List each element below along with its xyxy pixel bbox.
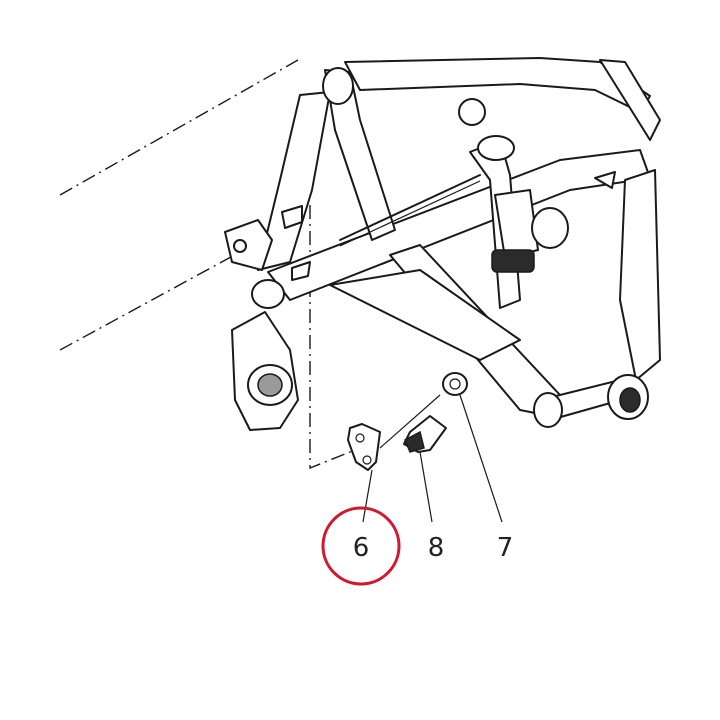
left-tube-opening	[251, 279, 285, 309]
hanger-bracket-bore	[257, 373, 283, 397]
centerline-upper	[59, 59, 299, 196]
frame-left-bracket-hole	[233, 239, 247, 253]
bracket-plate-part-6	[347, 423, 381, 471]
sensor-connector	[404, 430, 425, 453]
frame-right-upright	[599, 59, 661, 141]
leader-line-7	[459, 394, 503, 523]
frame-tab-lower	[291, 261, 311, 281]
pivot-bushing-core	[619, 387, 641, 413]
frame-mount-eye	[458, 98, 486, 126]
shock-reservoir-band	[491, 249, 535, 273]
frame-gusset-plate	[329, 269, 521, 361]
centerline-mid	[59, 251, 241, 351]
nut-part-7-inner	[449, 378, 461, 390]
nut-part-7	[442, 372, 468, 396]
callout-label-6: 6	[353, 533, 370, 563]
frame-tab-upper	[281, 205, 303, 229]
callout-label-7: 7	[497, 533, 514, 563]
frame-left-bracket	[224, 219, 273, 271]
bracket-plate-hole-upper	[355, 433, 365, 443]
leader-line-6	[362, 469, 373, 523]
frame-right-strut	[619, 169, 661, 381]
frame-tab-right	[594, 171, 616, 189]
bracket-plate-hole-lower	[362, 455, 372, 465]
upper-tube-cap	[322, 67, 354, 105]
pivot-tube-end-left	[533, 392, 563, 428]
shock-link-rod-inner	[339, 180, 481, 247]
frame-swingarm-tube	[267, 149, 651, 301]
shock-spring-housing	[494, 189, 539, 259]
sensor-axis	[379, 394, 441, 449]
shock-link-rod	[339, 174, 481, 241]
shock-crossbar-end	[531, 207, 569, 249]
highlight-circle-6	[321, 506, 401, 586]
shock-top-eye	[477, 135, 515, 161]
callout-label-8: 8	[428, 533, 445, 563]
leader-line-8	[419, 451, 433, 523]
